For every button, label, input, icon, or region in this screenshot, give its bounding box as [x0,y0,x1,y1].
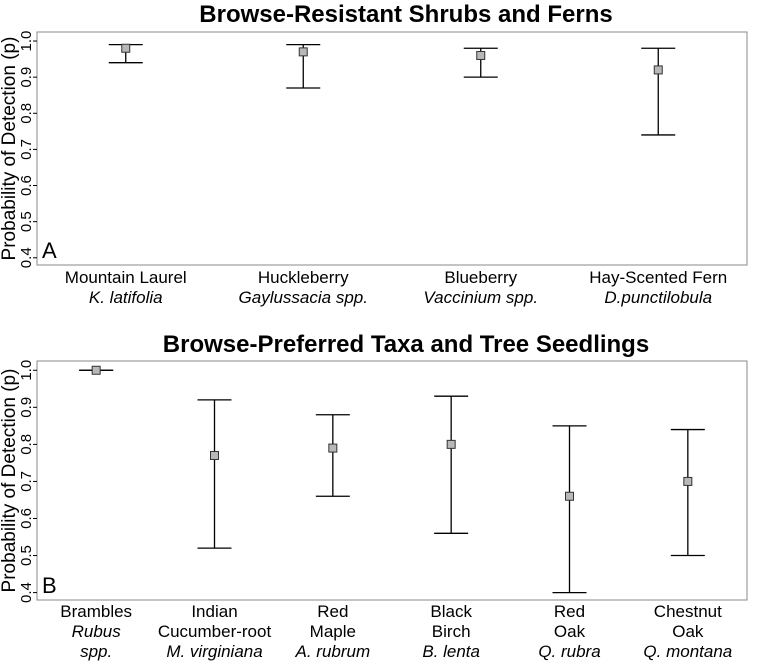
y-tick-label: 0.5 [18,545,35,566]
data-point [653,65,663,75]
data-point [91,365,101,375]
category-species-label: B. lenta [422,642,480,661]
category-species-label: D.punctilobula [604,288,712,307]
data-point [683,476,693,486]
category-label: Maple [310,622,356,641]
y-tick-label: 1.0 [18,360,35,381]
category-label: Indian [191,602,237,621]
category-species-label: K. latifolia [89,288,163,307]
category-label: Brambles [60,602,132,621]
y-tick-label: 0.7 [18,471,35,492]
category-label: Oak [554,622,586,641]
category-label: Blueberry [444,268,517,287]
data-point [446,439,456,449]
chart-title: Browse-Preferred Taxa and Tree Seedlings [163,331,649,358]
y-tick-label: 0.9 [18,67,35,88]
data-point [328,443,338,453]
y-tick-label: 0.6 [18,508,35,529]
category-species-label: Rubus [72,622,122,641]
category-label: Birch [432,622,471,641]
data-point [476,50,486,60]
panel-b: Browse-Preferred Taxa and Tree Seedlings… [0,331,748,661]
category-species-label: Q. montana [643,642,732,661]
y-axis-label: Probability of Detection (p) [0,369,20,593]
y-axis-label: Probability of Detection (p) [0,37,20,261]
data-point [565,491,574,501]
panel-letter: B [42,573,57,598]
category-label: Cucumber-root [158,622,272,641]
category-species-label: M. virginiana [166,642,262,661]
y-tick-label: 0.7 [18,139,35,160]
category-label: Mountain Laurel [65,268,187,287]
panel-a: Browse-Resistant Shrubs and FernsProbabi… [0,1,748,307]
category-label: Oak [672,622,704,641]
y-tick-label: 0.9 [18,397,35,418]
data-point [210,450,219,460]
plot-frame [36,31,748,266]
y-tick-label: 0.4 [18,247,35,268]
data-point [298,47,308,57]
category-label: Chestnut [654,602,722,621]
y-tick-label: 0.5 [18,211,35,232]
category-species-label: Vaccinium spp. [423,288,538,307]
category-species-label: Gaylussacia spp. [239,288,368,307]
category-label: Black [430,602,472,621]
category-label: Red [554,602,585,621]
y-tick-label: 0.4 [18,582,35,603]
category-species-label: spp. [80,642,112,661]
y-tick-label: 1.0 [18,31,35,52]
y-tick-label: 0.8 [18,434,35,455]
category-label: Huckleberry [258,268,349,287]
data-point [121,43,131,53]
category-label: Hay-Scented Fern [589,268,727,287]
category-species-label: Q. rubra [538,642,600,661]
category-label: Red [317,602,348,621]
y-tick-label: 0.8 [18,103,35,124]
panel-letter: A [42,238,57,263]
chart-title: Browse-Resistant Shrubs and Ferns [199,1,612,28]
plot-frame [36,360,748,601]
category-species-label: A. rubrum [295,642,371,661]
y-tick-label: 0.6 [18,175,35,196]
